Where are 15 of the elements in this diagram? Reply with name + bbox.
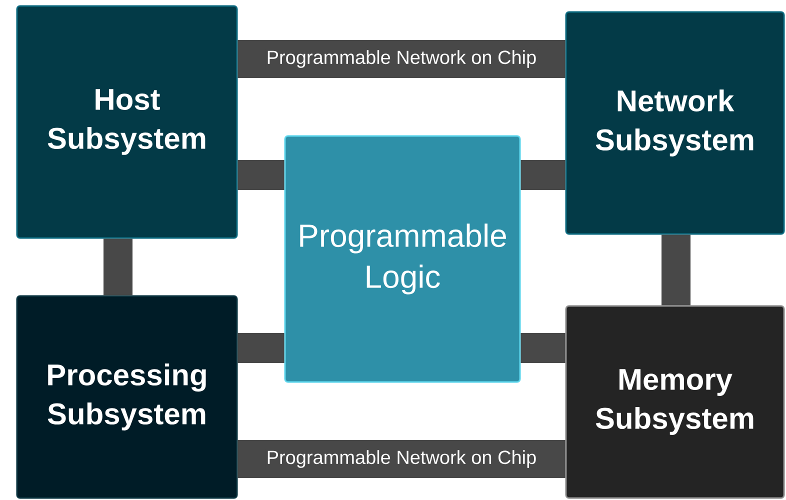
connector-bar [520,333,566,363]
subsystem-box: Programmable Logic [284,135,521,383]
connector-bar [238,333,284,363]
subsystem-box: Network Subsystem [565,11,785,235]
subsystem-box: Processing Subsystem [16,295,238,499]
edge-label: Programmable Network on Chip [268,50,536,68]
connector-bar [662,234,691,306]
edge-label: Programmable Network on Chip [268,450,536,468]
connector-bar [238,40,566,78]
subsystem-box: Memory Subsystem [565,305,785,499]
connector-bar [238,440,566,478]
subsystem-box: Host Subsystem [16,5,238,239]
connector-bar [520,160,566,190]
connector-bar [238,160,284,190]
connector-bar [104,238,132,296]
